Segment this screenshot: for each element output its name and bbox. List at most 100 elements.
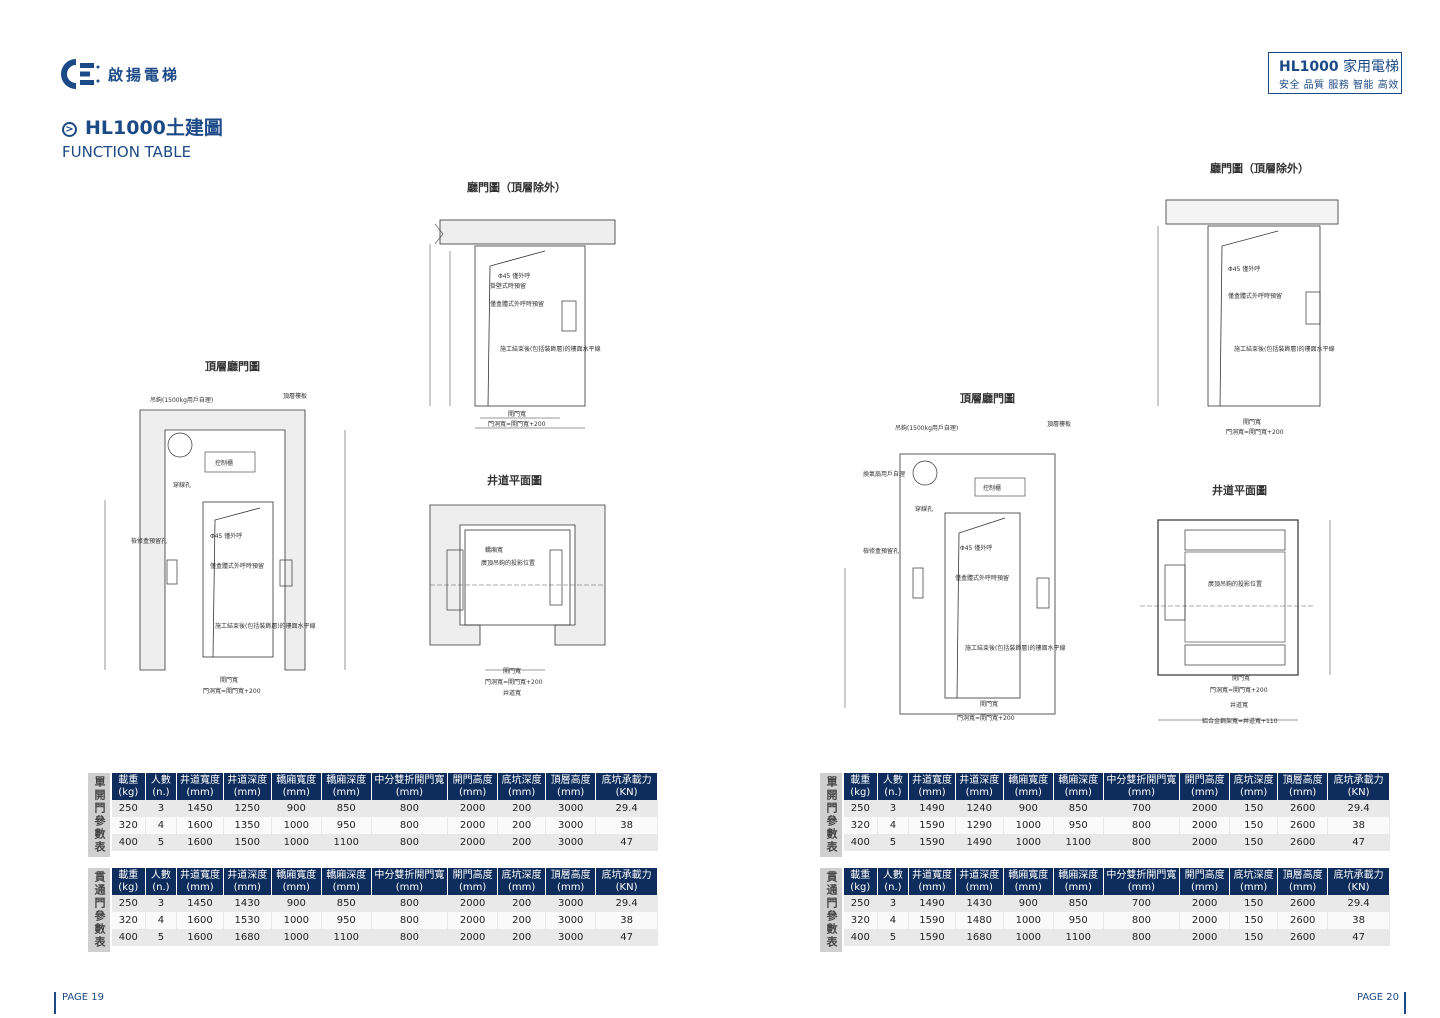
table-cell: 1000	[271, 929, 322, 946]
table-cell: 1000	[271, 817, 322, 834]
table-cell: 3	[145, 800, 178, 817]
table-cell: 850	[1053, 895, 1104, 912]
table-cell: 29.4	[1327, 895, 1390, 912]
table-cell: 1000	[271, 834, 322, 851]
table-cell: 1100	[321, 929, 372, 946]
left-sp-car-width: 轎廂寬	[485, 546, 503, 554]
table-cell: 1100	[321, 834, 372, 851]
table-cell: 1430	[223, 895, 272, 912]
column-header: 井道深度 (mm)	[955, 868, 1004, 895]
table-cell: 950	[1053, 817, 1104, 834]
left-hd-note-1: Φ45 僅外呼	[498, 272, 530, 280]
table-cell: 320	[844, 817, 878, 834]
right-hall-door-title: 廳門圖（頂層除外）	[1210, 162, 1309, 175]
right-shaft-plan-drawing: 廣頂吊鉤的投影位置 開門寬 門洞寬=開門寬+200 井道寬 鋁合金鋼架寬=井道寬…	[1140, 519, 1331, 725]
right-through-door-table: 載重 (kg)人數 (n.)井道寬度 (mm)井道深度 (mm)轎廂寬度 (mm…	[844, 868, 1390, 946]
column-header: 底坑承載力 (KN)	[595, 868, 658, 895]
table-cell: 47	[595, 834, 658, 851]
right-td-slab: 頂層樓板	[1047, 420, 1071, 428]
table-cell: 2000	[447, 912, 499, 929]
table-cell: 5	[877, 834, 910, 851]
column-header: 轎廂深度 (mm)	[1053, 773, 1104, 800]
column-header: 轎廂深度 (mm)	[1053, 868, 1104, 895]
table-cell: 400	[844, 929, 878, 946]
table-cell: 1290	[955, 817, 1004, 834]
table-header-row: 載重 (kg)人數 (n.)井道寬度 (mm)井道深度 (mm)轎廂寬度 (mm…	[844, 868, 1390, 895]
right-top-hall-door-drawing: 吊鉤(1500kg用戶自理) 頂層樓板 換氣扇用戶自理 控制櫃 穿線孔 檢修盒預…	[844, 420, 1071, 722]
table-cell: 2600	[1277, 895, 1329, 912]
table-cell: 1590	[908, 817, 956, 834]
left-top-hall-door-title: 頂層廳門圖	[205, 360, 260, 373]
column-header: 底坑深度 (mm)	[497, 773, 547, 800]
table-cell: 2000	[1179, 912, 1231, 929]
table-cell: 1350	[223, 817, 272, 834]
column-header: 底坑深度 (mm)	[1229, 773, 1279, 800]
table-cell: 2000	[447, 929, 499, 946]
column-header: 井道寬度 (mm)	[176, 773, 224, 800]
table-cell: 800	[1103, 817, 1181, 834]
right-td-note-3: 僅盒體式外呼時預留	[955, 574, 1009, 582]
table-cell: 47	[1327, 834, 1390, 851]
table-cell: 3	[877, 895, 910, 912]
left-sp-door-width: 開門寬	[503, 667, 521, 675]
right-sp-alu-width: 鋁合金鋼架寬=井道寬+110	[1202, 717, 1278, 725]
table-cell: 320	[844, 912, 878, 929]
left-td-inspect: 檢修盒預留孔	[131, 537, 167, 545]
right-td-inspect: 檢修盒預留孔	[863, 547, 899, 555]
table-cell: 1100	[1053, 929, 1104, 946]
column-header: 底坑承載力 (KN)	[595, 773, 658, 800]
table-cell: 1480	[955, 912, 1004, 929]
table-cell: 1000	[1003, 817, 1054, 834]
table-cell: 1450	[176, 895, 224, 912]
left-td-door-width: 開門寬	[220, 676, 238, 684]
table-cell: 200	[497, 834, 547, 851]
table-cell: 200	[497, 895, 547, 912]
table-cell: 3000	[545, 834, 597, 851]
right-td-cable: 穿線孔	[915, 505, 933, 513]
table-cell: 38	[595, 817, 658, 834]
table-cell: 1600	[176, 912, 224, 929]
table-cell: 850	[1053, 800, 1104, 817]
right-sp-hook-pos: 廣頂吊鉤的投影位置	[1208, 580, 1262, 588]
table-cell: 320	[112, 817, 146, 834]
table-header-row: 載重 (kg)人數 (n.)井道寬度 (mm)井道深度 (mm)轎廂寬度 (mm…	[112, 773, 658, 800]
table-cell: 1500	[223, 834, 272, 851]
column-header: 井道寬度 (mm)	[908, 868, 956, 895]
left-hd-note-2: 掛壁式時預留	[490, 282, 526, 290]
table-cell: 2000	[1179, 895, 1231, 912]
model-badge: HL1000 家用電梯 安全 品質 服務 智能 高效	[1268, 52, 1402, 94]
column-header: 開門高度 (mm)	[447, 868, 499, 895]
brand-logo: 啟揚電梯	[60, 58, 190, 90]
table-cell: 950	[321, 912, 372, 929]
right-page-rule	[1404, 992, 1406, 1014]
table-cell: 2000	[1179, 817, 1231, 834]
right-td-door-hole: 門洞寬=開門寬+200	[957, 714, 1015, 722]
table-cell: 1590	[908, 929, 956, 946]
table-cell: 400	[844, 834, 878, 851]
right-single-table-label: 單開門參數表	[820, 773, 842, 857]
right-through-table-label: 貫通門參數表	[820, 868, 842, 952]
table-cell: 900	[271, 800, 322, 817]
table-cell: 1240	[955, 800, 1004, 817]
left-td-door-hole: 門洞寬=開門寬+200	[203, 687, 261, 695]
column-header: 轎廂深度 (mm)	[321, 773, 372, 800]
table-cell: 800	[371, 895, 449, 912]
table-cell: 400	[112, 929, 146, 946]
column-header: 轎廂寬度 (mm)	[271, 868, 322, 895]
table-cell: 1100	[1053, 834, 1104, 851]
table-cell: 2600	[1277, 929, 1329, 946]
left-page-rule	[54, 992, 56, 1014]
table-cell: 2000	[447, 895, 499, 912]
badge-title: HL1000 家用電梯	[1279, 56, 1399, 76]
column-header: 中分雙折開門寬 (mm)	[1103, 868, 1181, 895]
left-hd-door-hole-width: 門洞寬=開門寬+200	[488, 420, 546, 428]
table-cell: 1450	[176, 800, 224, 817]
table-cell: 3000	[545, 895, 597, 912]
table-cell: 950	[1053, 912, 1104, 929]
column-header: 開門高度 (mm)	[1179, 868, 1231, 895]
table-cell: 29.4	[1327, 800, 1390, 817]
right-sp-door-width: 開門寬	[1232, 674, 1250, 682]
table-header-row: 載重 (kg)人數 (n.)井道寬度 (mm)井道深度 (mm)轎廂寬度 (mm…	[844, 773, 1390, 800]
